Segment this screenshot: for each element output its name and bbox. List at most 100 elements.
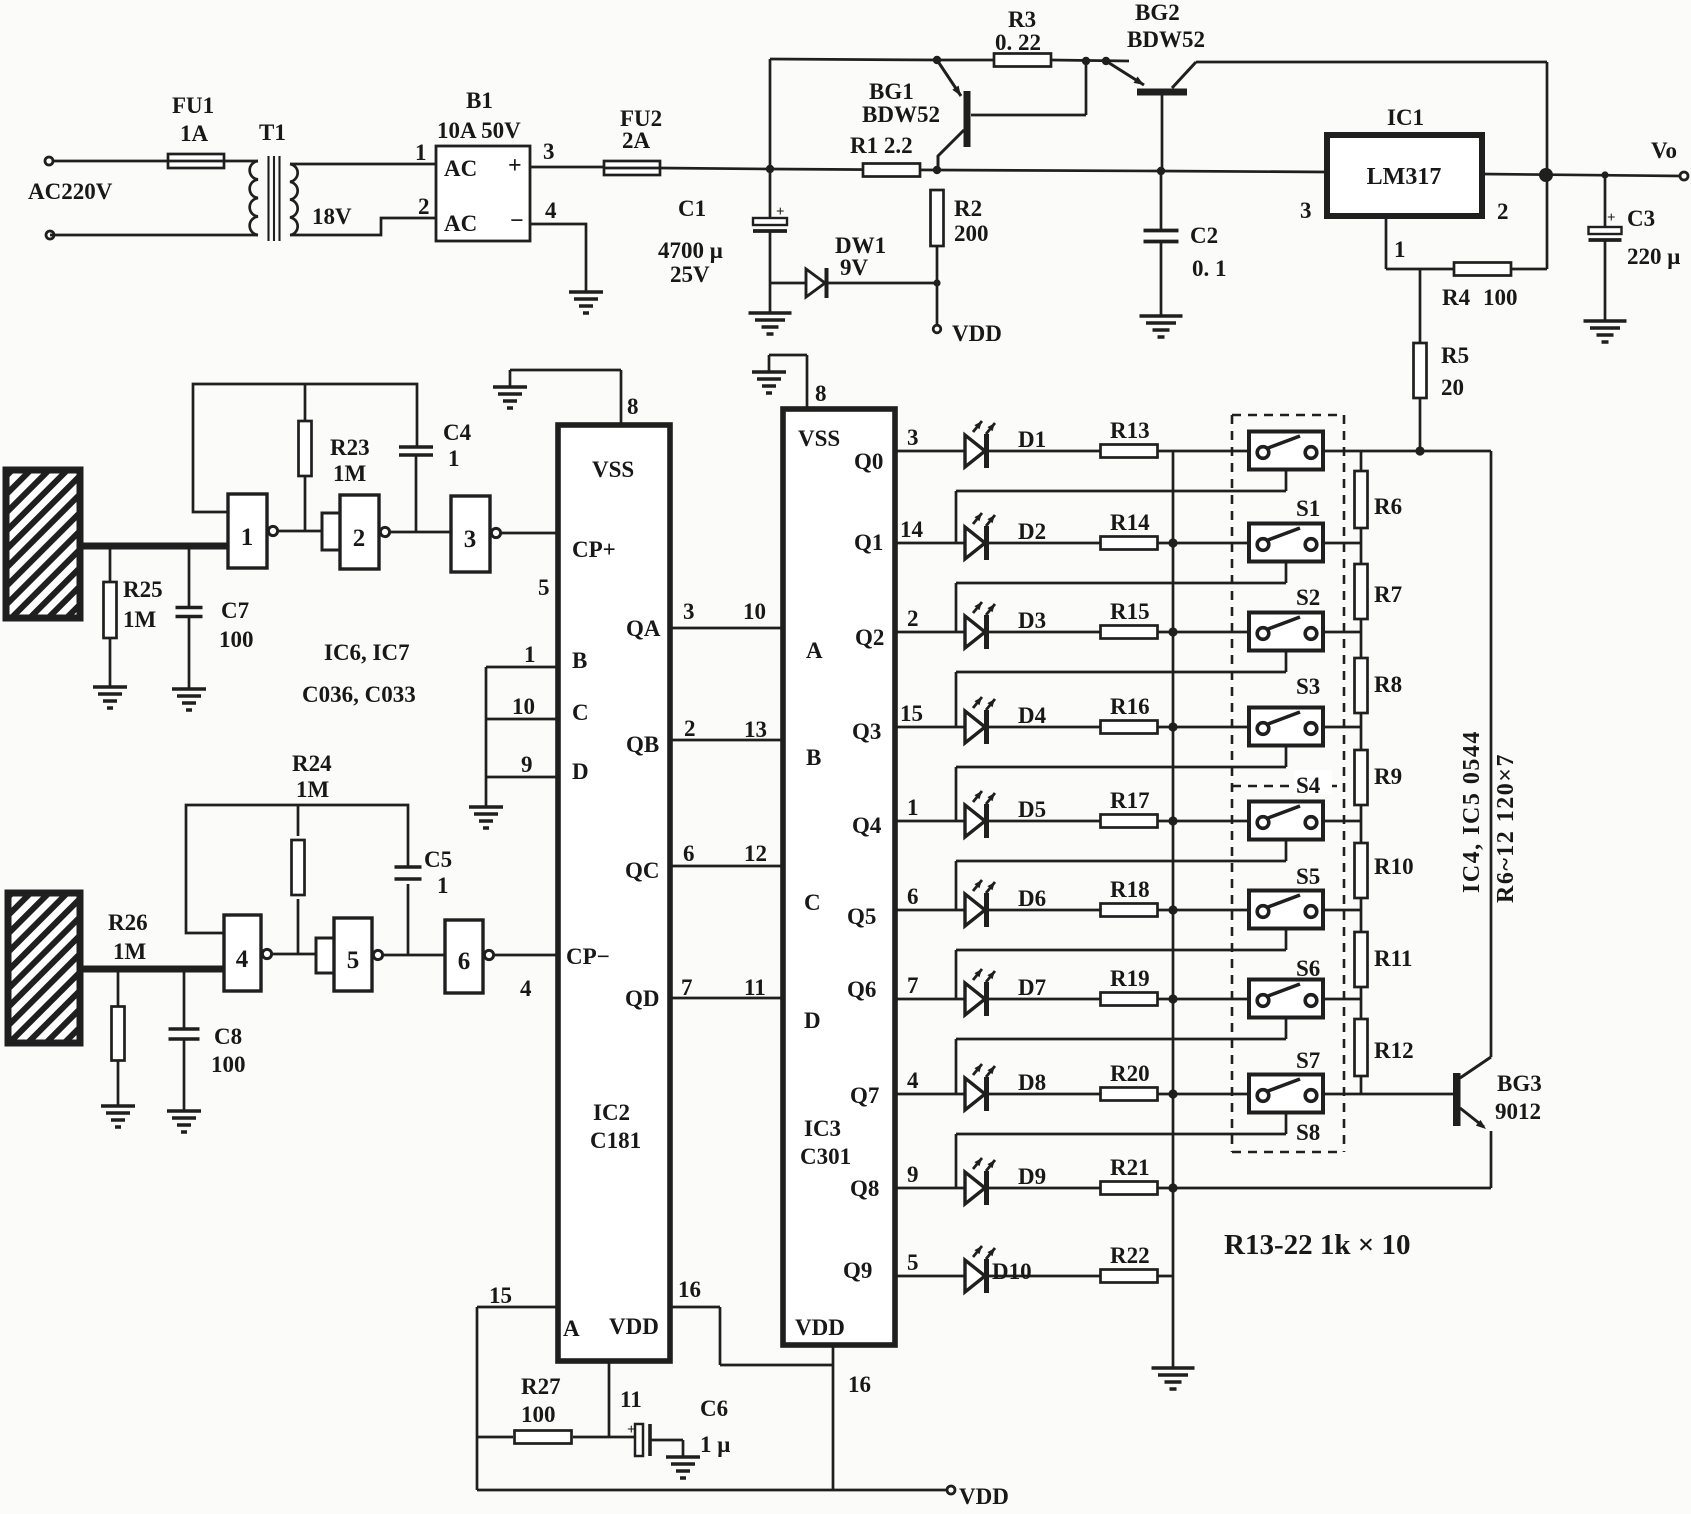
- svg-text:8: 8: [815, 381, 827, 406]
- svg-text:R11: R11: [1374, 946, 1412, 971]
- svg-text:C: C: [572, 700, 589, 725]
- svg-text:0. 1: 0. 1: [1192, 256, 1227, 281]
- svg-text:25V: 25V: [670, 262, 710, 287]
- svg-text:C7: C7: [221, 598, 249, 623]
- svg-text:S6: S6: [1296, 956, 1320, 981]
- svg-text:QB: QB: [626, 732, 659, 757]
- svg-text:IC1: IC1: [1387, 105, 1424, 130]
- svg-text:B: B: [806, 745, 821, 770]
- svg-text:D7: D7: [1018, 975, 1046, 1000]
- svg-text:Q8: Q8: [850, 1176, 879, 1201]
- svg-text:VDD: VDD: [959, 1484, 1009, 1509]
- svg-text:R24: R24: [292, 751, 332, 776]
- svg-text:3: 3: [683, 599, 695, 624]
- svg-text:1: 1: [415, 140, 427, 165]
- svg-text:1: 1: [437, 873, 449, 898]
- svg-text:S5: S5: [1296, 864, 1320, 889]
- svg-text:100: 100: [211, 1052, 246, 1077]
- svg-text:2A: 2A: [622, 128, 651, 153]
- svg-text:D2: D2: [1018, 519, 1046, 544]
- svg-text:VDD: VDD: [795, 1315, 845, 1340]
- svg-text:R13: R13: [1110, 418, 1150, 443]
- svg-text:BG1: BG1: [869, 79, 914, 104]
- svg-text:Q5: Q5: [847, 904, 876, 929]
- svg-text:A: A: [563, 1316, 580, 1341]
- svg-text:R6: R6: [1374, 494, 1402, 519]
- svg-text:Q2: Q2: [855, 625, 884, 650]
- svg-text:R19: R19: [1110, 966, 1150, 991]
- svg-text:D1: D1: [1018, 427, 1046, 452]
- svg-text:C8: C8: [214, 1024, 242, 1049]
- svg-text:BDW52: BDW52: [1127, 27, 1205, 52]
- svg-text:D3: D3: [1018, 608, 1046, 633]
- svg-text:C181: C181: [590, 1128, 641, 1153]
- svg-text:Vo: Vo: [1651, 138, 1677, 163]
- svg-text:+: +: [627, 1422, 636, 1438]
- svg-text:D: D: [572, 759, 589, 784]
- svg-text:B: B: [572, 648, 587, 673]
- svg-text:Q4: Q4: [852, 813, 882, 838]
- svg-text:1M: 1M: [296, 777, 330, 802]
- svg-text:Q9: Q9: [843, 1258, 872, 1283]
- svg-text:R22: R22: [1110, 1243, 1150, 1268]
- svg-text:−: −: [510, 208, 524, 234]
- svg-text:AC: AC: [444, 211, 477, 236]
- svg-text:1: 1: [241, 524, 254, 551]
- svg-text:C4: C4: [443, 420, 472, 445]
- svg-text:12: 12: [744, 841, 767, 866]
- svg-text:C1: C1: [678, 196, 706, 221]
- svg-text:R16: R16: [1110, 694, 1150, 719]
- svg-text:R15: R15: [1110, 599, 1150, 624]
- svg-text:QD: QD: [625, 986, 660, 1011]
- svg-text:13: 13: [744, 717, 767, 742]
- svg-text:7: 7: [907, 973, 919, 998]
- svg-text:VDD: VDD: [952, 321, 1002, 346]
- svg-text:3: 3: [907, 425, 919, 450]
- svg-text:S2: S2: [1296, 585, 1320, 610]
- svg-text:15: 15: [900, 701, 923, 726]
- svg-text:1M: 1M: [123, 607, 157, 632]
- svg-text:7: 7: [681, 975, 693, 1000]
- svg-text:9012: 9012: [1495, 1099, 1541, 1124]
- svg-text:D9: D9: [1018, 1164, 1046, 1189]
- svg-text:FU1: FU1: [172, 93, 214, 118]
- svg-text:Q6: Q6: [847, 977, 876, 1002]
- svg-text:8: 8: [627, 394, 639, 419]
- svg-text:1M: 1M: [333, 461, 367, 486]
- svg-text:R20: R20: [1110, 1061, 1150, 1086]
- svg-text:R12: R12: [1374, 1038, 1414, 1063]
- svg-text:0. 22: 0. 22: [995, 30, 1041, 55]
- svg-text:IC2: IC2: [593, 1100, 630, 1125]
- svg-text:LM317: LM317: [1367, 164, 1442, 190]
- svg-text:220 μ: 220 μ: [1627, 244, 1680, 269]
- svg-text:2: 2: [684, 716, 696, 741]
- svg-text:C301: C301: [800, 1144, 851, 1169]
- svg-text:VSS: VSS: [592, 457, 634, 482]
- svg-text:5: 5: [347, 947, 360, 974]
- svg-text:Q3: Q3: [852, 719, 881, 744]
- svg-text:R6~12 120×7: R6~12 120×7: [1493, 753, 1519, 903]
- svg-text:BDW52: BDW52: [862, 102, 940, 127]
- svg-text:D4: D4: [1018, 703, 1047, 728]
- svg-text:1: 1: [907, 795, 919, 820]
- svg-text:1M: 1M: [113, 939, 147, 964]
- svg-text:QC: QC: [625, 858, 660, 883]
- svg-text:1: 1: [524, 642, 536, 667]
- svg-text:IC4, IC5 0544: IC4, IC5 0544: [1459, 730, 1485, 893]
- svg-text:R10: R10: [1374, 854, 1414, 879]
- svg-text:11: 11: [744, 975, 766, 1000]
- svg-text:R21: R21: [1110, 1155, 1150, 1180]
- svg-text:15: 15: [489, 1283, 512, 1308]
- svg-text:+: +: [1607, 210, 1616, 226]
- svg-text:+: +: [508, 153, 522, 179]
- svg-text:A: A: [806, 638, 823, 663]
- svg-text:4700 μ: 4700 μ: [658, 238, 723, 263]
- svg-text:IC6, IC7: IC6, IC7: [324, 640, 410, 665]
- svg-text:BG2: BG2: [1135, 0, 1180, 25]
- svg-text:6: 6: [907, 884, 919, 909]
- svg-text:R13-22 1k × 10: R13-22 1k × 10: [1224, 1229, 1411, 1261]
- svg-text:CP−: CP−: [566, 944, 610, 969]
- svg-text:AC: AC: [444, 156, 477, 181]
- svg-text:S1: S1: [1296, 496, 1320, 521]
- svg-text:1: 1: [1394, 237, 1406, 262]
